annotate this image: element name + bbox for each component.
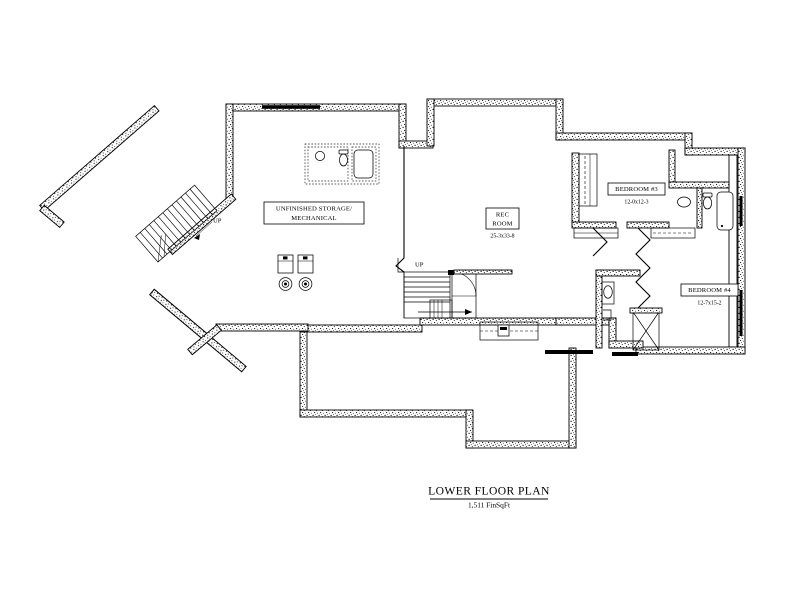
diagonal-stair <box>135 184 218 263</box>
toilet-icon <box>702 192 713 210</box>
room-label-line-1: REC <box>496 212 510 219</box>
room-label-rec-room: REC ROOM 25-3x33-8 <box>485 207 520 239</box>
mechanical-equipment <box>277 254 314 291</box>
window-openings <box>545 196 743 356</box>
page-subtitle: 1,511 FinSqFt <box>468 501 511 510</box>
room-dimensions: 12-0x12-3 <box>624 199 648 205</box>
central-stair-up-label: UP <box>415 262 424 269</box>
toilet-icon <box>338 149 349 167</box>
round-equipment-a-icon <box>278 277 293 291</box>
tub-icon <box>716 191 734 231</box>
central-stair <box>397 258 513 319</box>
room-label-line-2: MECHANICAL <box>291 215 336 222</box>
room-label-line-1: UNFINISHED STORAGE/ <box>276 206 352 213</box>
room-label-bedroom-3: BEDROOM #3 12-0x12-3 <box>607 182 666 205</box>
sheet-title-group: LOWER FLOOR PLAN 1,511 FinSqFt <box>428 485 550 510</box>
sink-icon <box>603 285 613 299</box>
page-title: LOWER FLOOR PLAN <box>428 485 550 498</box>
exterior-walls <box>39 98 746 449</box>
room-label-line-2: ROOM <box>492 221 512 228</box>
round-equipment-b-icon <box>298 277 313 291</box>
bedroom-4-walls <box>595 269 663 351</box>
utility-equipment <box>479 321 539 341</box>
diagonal-stair-up-label: UP <box>213 218 222 225</box>
room-label-bedroom-4: BEDROOM #4 12-7x15-2 <box>680 283 739 306</box>
room-label-line-1: BEDROOM #3 <box>615 186 658 193</box>
sink-icon <box>677 196 691 208</box>
room-label-unfinished-storage: UNFINISHED STORAGE/ MECHANICAL <box>263 201 365 225</box>
room-dimensions: 12-7x15-2 <box>697 300 721 306</box>
bedroom-3-walls <box>571 152 696 239</box>
right-bathroom-upper <box>668 149 734 231</box>
tub-icon <box>353 149 374 179</box>
room-label-line-1: BEDROOM #4 <box>688 287 731 294</box>
left-bathroom-group <box>304 143 380 185</box>
sink-icon <box>315 151 325 161</box>
appliance-b-icon <box>297 254 314 274</box>
interior-partitions <box>395 146 651 311</box>
room-dimensions: 25-3x33-8 <box>490 233 514 239</box>
appliance-a-icon <box>277 254 294 274</box>
